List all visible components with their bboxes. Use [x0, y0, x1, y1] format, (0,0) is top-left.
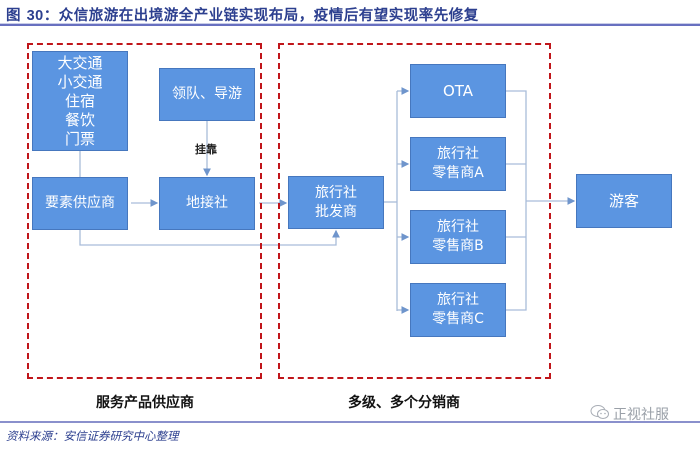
service-supplier-group-label: 服务产品供应商	[96, 395, 194, 411]
node-guides: 领队、导游	[159, 68, 255, 121]
node-ota: OTA	[410, 64, 506, 118]
figure-number: 30	[26, 8, 44, 24]
node-retailer-c: 旅行社 零售商C	[410, 283, 506, 337]
node-retailer-b-label: 旅行社 零售商B	[432, 219, 484, 254]
node-tourist: 游客	[576, 174, 672, 228]
wechat-icon	[590, 404, 610, 424]
node-retailer-b: 旅行社 零售商B	[410, 210, 506, 264]
node-wholesaler: 旅行社 批发商	[288, 176, 384, 229]
node-element-supplier: 要素供应商	[32, 177, 128, 230]
watermark: 正视社服	[590, 404, 669, 424]
figure-title-prefix: 图	[6, 7, 27, 24]
node-retailer-a: 旅行社 零售商A	[410, 137, 506, 191]
watermark-text: 正视社服	[613, 407, 669, 423]
distributor-group-label: 多级、多个分销商	[348, 395, 460, 411]
service-supplier-group	[27, 43, 262, 379]
node-resources: 大交通 小交通 住宿 餐饮 门票	[32, 51, 128, 151]
node-retailer-a-label: 旅行社 零售商A	[432, 146, 484, 181]
distributor-group	[278, 43, 551, 379]
figure-title-text: ：众信旅游在出境游全产业链实现布局，疫情后有望实现率先修复	[43, 7, 479, 24]
node-resources-label: 大交通 小交通 住宿 餐饮 门票	[57, 53, 103, 148]
figure-title: 图 30：众信旅游在出境游全产业链实现布局，疫情后有望实现率先修复	[6, 4, 479, 25]
node-ota-label: OTA	[442, 81, 474, 100]
node-tourist-label: 游客	[608, 191, 639, 210]
edge-supplier-to-wholesaler	[79, 229, 340, 246]
source-divider	[0, 421, 700, 423]
title-divider	[0, 23, 700, 26]
node-retailer-c-label: 旅行社 零售商C	[432, 292, 484, 327]
node-element-supplier-label: 要素供应商	[45, 195, 115, 211]
node-ground-agency-label: 地接社	[186, 195, 228, 211]
affiliation-label: 挂靠	[195, 143, 217, 156]
node-ground-agency: 地接社	[159, 177, 255, 230]
source-note: 资料来源：安信证券研究中心整理	[6, 429, 179, 443]
node-guides-label: 领队、导游	[172, 86, 242, 102]
node-wholesaler-label: 旅行社 批发商	[315, 184, 357, 220]
